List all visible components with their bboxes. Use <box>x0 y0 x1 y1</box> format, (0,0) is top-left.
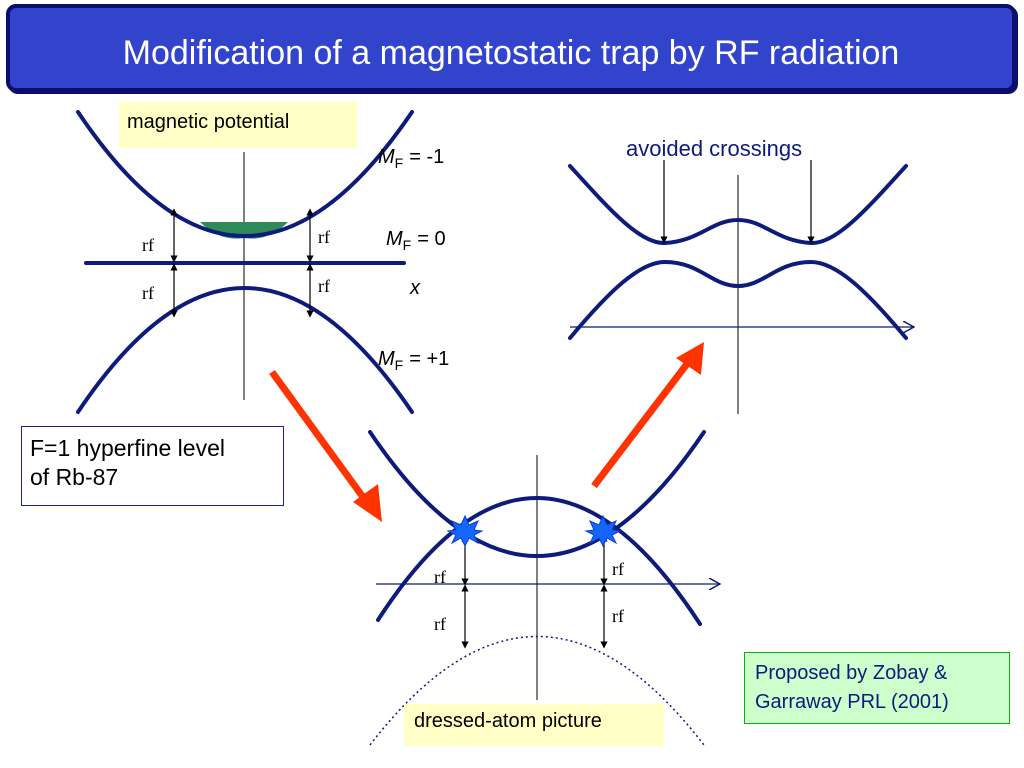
rf-label: rf <box>434 614 446 634</box>
hyperfine-line: of Rb-87 <box>30 464 119 490</box>
dressed-atom-panel: rf rf rf rf <box>368 430 720 746</box>
citation-line: Garraway PRL (2001) <box>755 691 949 713</box>
avoided-crossings-panel <box>568 160 914 414</box>
rf-label: rf <box>142 283 154 303</box>
hyperfine-line: F=1 hyperfine level <box>30 435 225 461</box>
mf-minus1-curve <box>76 110 414 238</box>
slide-title: Modification of a magnetostatic trap by … <box>122 34 900 72</box>
rf-label: rf <box>434 567 446 587</box>
rf-label: rf <box>612 559 624 579</box>
rf-label: rf <box>142 235 154 255</box>
mf-plus1-label: MF= +1 <box>378 348 449 373</box>
mf-minus1-label: MF= -1 <box>378 146 444 171</box>
rf-label: rf <box>612 606 624 626</box>
hyperfine-level-box: F=1 hyperfine level of Rb-87 <box>21 426 284 506</box>
citation-box: Proposed by Zobay & Garraway PRL (2001) <box>744 652 1010 724</box>
rf-label: rf <box>318 227 330 247</box>
mf-plus1-shifted-curve <box>369 635 705 746</box>
flow-arrow-up <box>591 342 704 489</box>
avoided-crossings-label: avoided crossings <box>626 136 803 161</box>
citation-line: Proposed by Zobay & <box>755 662 948 684</box>
x-axis-label: x <box>409 277 421 299</box>
mf-minus1-shifted-curve <box>368 430 706 558</box>
lower-dressed-curve <box>568 259 908 340</box>
mf-plus1-curve <box>76 286 414 414</box>
mf-zero-shifted-curve <box>376 496 702 626</box>
mf-zero-label: MF= 0 <box>386 228 446 253</box>
title-bar: Modification of a magnetostatic trap by … <box>6 4 1016 92</box>
magnetic-potential-label: magnetic potential <box>119 102 357 148</box>
magnetic-potential-panel: rf rf rf rf MF= -1 MF= 0 x MF= +1 <box>76 110 449 414</box>
crossing-star-icon <box>446 514 484 548</box>
flow-arrow-down <box>269 369 382 522</box>
upper-dressed-curve <box>568 164 908 246</box>
crossing-star-icon <box>584 514 622 548</box>
dressed-atom-label: dressed-atom picture <box>404 704 664 746</box>
rf-label: rf <box>318 276 330 296</box>
